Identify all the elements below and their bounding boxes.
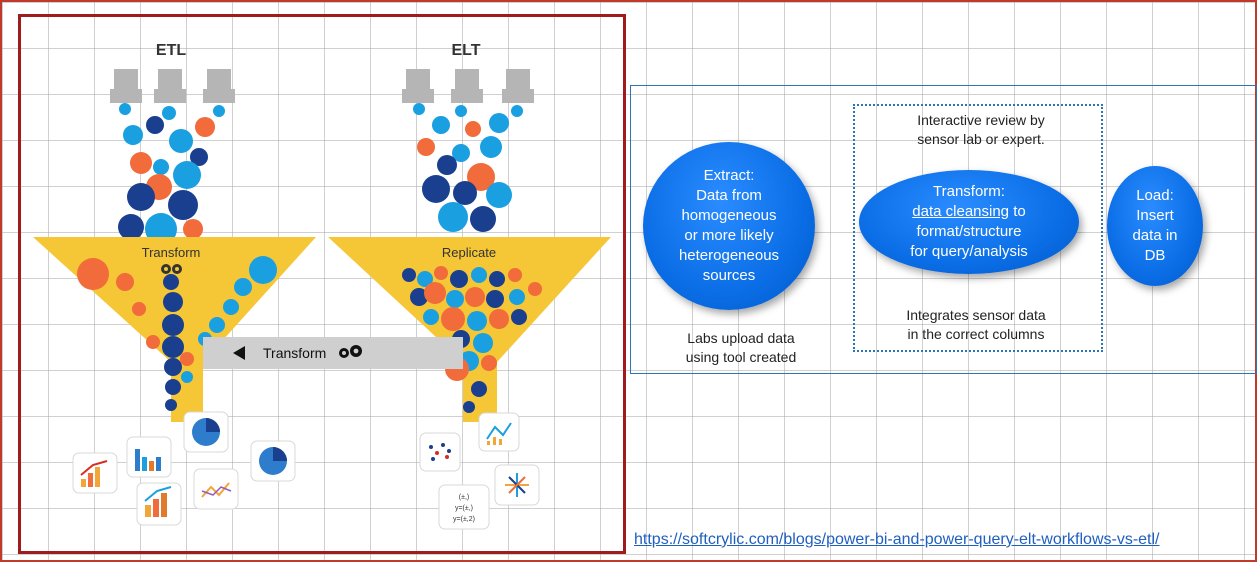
upload-note-line-2: using tool created	[685, 349, 797, 365]
transform-line-4: for query/analysis	[910, 243, 1028, 260]
transform-line-1: Transform:	[933, 183, 1005, 200]
extract-line-1: Extract:	[703, 167, 755, 184]
integrates-note-line-2: in the correct columns	[907, 326, 1045, 342]
review-note: Interactive review by sensor lab or expe…	[891, 111, 1071, 149]
extract-line-3: homogeneous	[681, 207, 777, 224]
bar-chart-icon	[126, 436, 172, 478]
pie-chart-icon	[250, 440, 296, 482]
pie-chart-icon	[183, 411, 229, 453]
review-note-line-2: sensor lab or expert.	[917, 131, 1045, 147]
data-cleansing-link[interactable]: data cleansing	[912, 203, 1010, 220]
line-chart-icon	[193, 468, 239, 510]
transform-step-box	[853, 104, 1103, 352]
upload-note: Labs upload data using tool created	[666, 329, 816, 367]
etl-hoppers	[110, 69, 235, 103]
elt-falling-data	[413, 103, 523, 232]
left-arrow-icon	[233, 346, 245, 360]
load-ellipse: Load: Insert data in DB	[1107, 166, 1203, 286]
funnel-illustration: ETL ELT	[33, 42, 611, 530]
formula-line-3: y=(±,2)	[453, 516, 475, 523]
etl-process-diagram: Interactive review by sensor lab or expe…	[630, 85, 1257, 374]
transform-gear-icon	[339, 345, 362, 358]
transform-arrow-band	[203, 337, 463, 369]
line-chart-icon	[478, 412, 520, 452]
load-line-1: Load:	[1136, 187, 1174, 204]
elt-funnel	[328, 237, 611, 422]
elt-funnel-label: Replicate	[442, 245, 496, 260]
load-line-3: data in	[1132, 227, 1178, 244]
load-line-2: Insert	[1136, 207, 1174, 224]
formula-icon: (±,) y=(±,) y=(±,2)	[438, 484, 490, 530]
scatter-plot-icon	[419, 432, 461, 472]
etl-falling-data	[118, 103, 225, 245]
transform-line-2-rest: to	[1009, 203, 1026, 220]
trend-chart-icon	[72, 452, 118, 494]
extract-line-4: or more likely	[684, 227, 774, 244]
etl-vs-elt-illustration: ETL ELT	[18, 14, 626, 554]
formula-line-1: (±,)	[459, 494, 469, 501]
integrates-note-line-1: Integrates sensor data	[906, 307, 1046, 323]
source-link[interactable]: https://softcrylic.com/blogs/power-bi-an…	[634, 531, 1160, 548]
radial-chart-icon	[494, 464, 540, 506]
integrates-note: Integrates sensor data in the correct co…	[881, 306, 1071, 344]
elt-title: ELT	[451, 42, 480, 59]
extract-line-5: heterogeneous	[678, 247, 780, 264]
etl-title: ETL	[156, 42, 186, 59]
formula-line-2: y=(±,)	[455, 505, 473, 512]
transform-line-2: data cleansing to	[912, 202, 1025, 222]
upload-note-line-1: Labs upload data	[687, 330, 795, 346]
load-line-4: DB	[1144, 247, 1166, 264]
transform-line-3: format/structure	[916, 223, 1022, 240]
elt-hoppers	[402, 69, 534, 103]
bar-chart-icon	[136, 482, 182, 526]
transform-ellipse: Transform: data cleansing to format/stru…	[859, 170, 1079, 274]
review-note-line-1: Interactive review by	[917, 112, 1045, 128]
extract-line-2: Data from	[696, 187, 762, 204]
etl-funnel-label: Transform	[142, 245, 201, 260]
transform-arrow-label: Transform	[263, 345, 326, 361]
extract-ellipse: Extract: Data from homogeneous or more l…	[643, 142, 815, 310]
extract-line-6: sources	[702, 267, 756, 284]
etl-funnel-data	[77, 256, 277, 411]
etl-gear-icon	[161, 264, 182, 274]
